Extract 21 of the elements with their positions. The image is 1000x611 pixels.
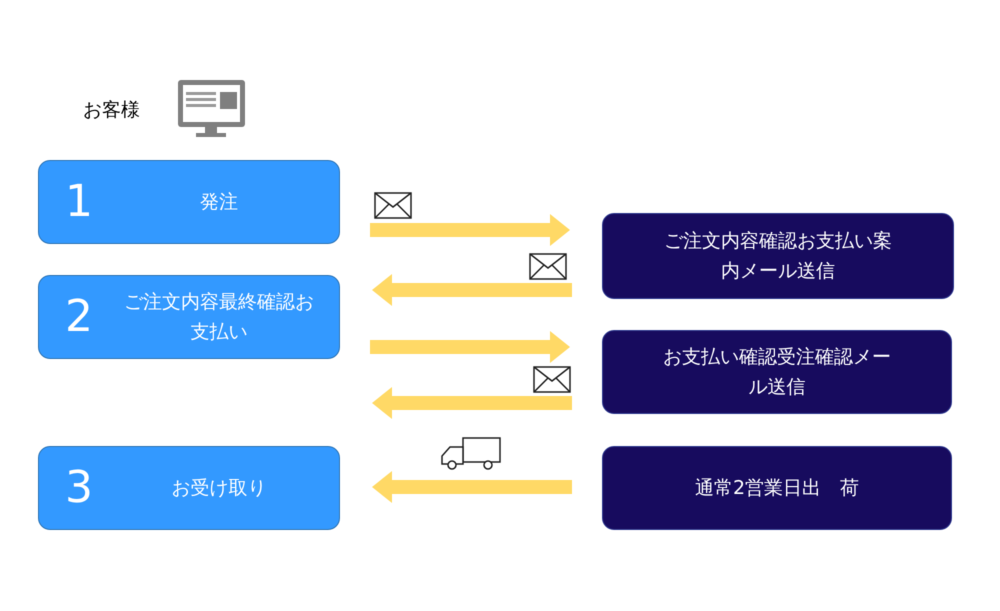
step-number: 1	[64, 180, 94, 224]
step-number: 2	[64, 295, 94, 339]
step-label: ご注文内容最終確認お支払い	[123, 290, 315, 345]
step-label: ご注文内容確認お支払い案内メール送信	[663, 229, 893, 284]
step-label: お受け取り	[170, 476, 268, 501]
arrow	[372, 274, 572, 306]
step-box	[38, 275, 340, 359]
arrow	[370, 214, 570, 246]
step-box	[602, 330, 952, 414]
step-number: 3	[64, 466, 94, 510]
step-box	[602, 446, 952, 530]
step-label: 発注	[199, 190, 239, 215]
step-box	[602, 213, 954, 299]
arrow	[372, 471, 572, 503]
column-heading: お客様	[83, 98, 140, 123]
arrow	[372, 387, 572, 419]
step-box	[38, 446, 340, 530]
step-box	[38, 160, 340, 244]
step-label: お支払い確認受注確認メール送信	[662, 345, 892, 400]
arrow	[370, 331, 570, 363]
step-label: 通常2営業日出 荷	[694, 476, 860, 501]
